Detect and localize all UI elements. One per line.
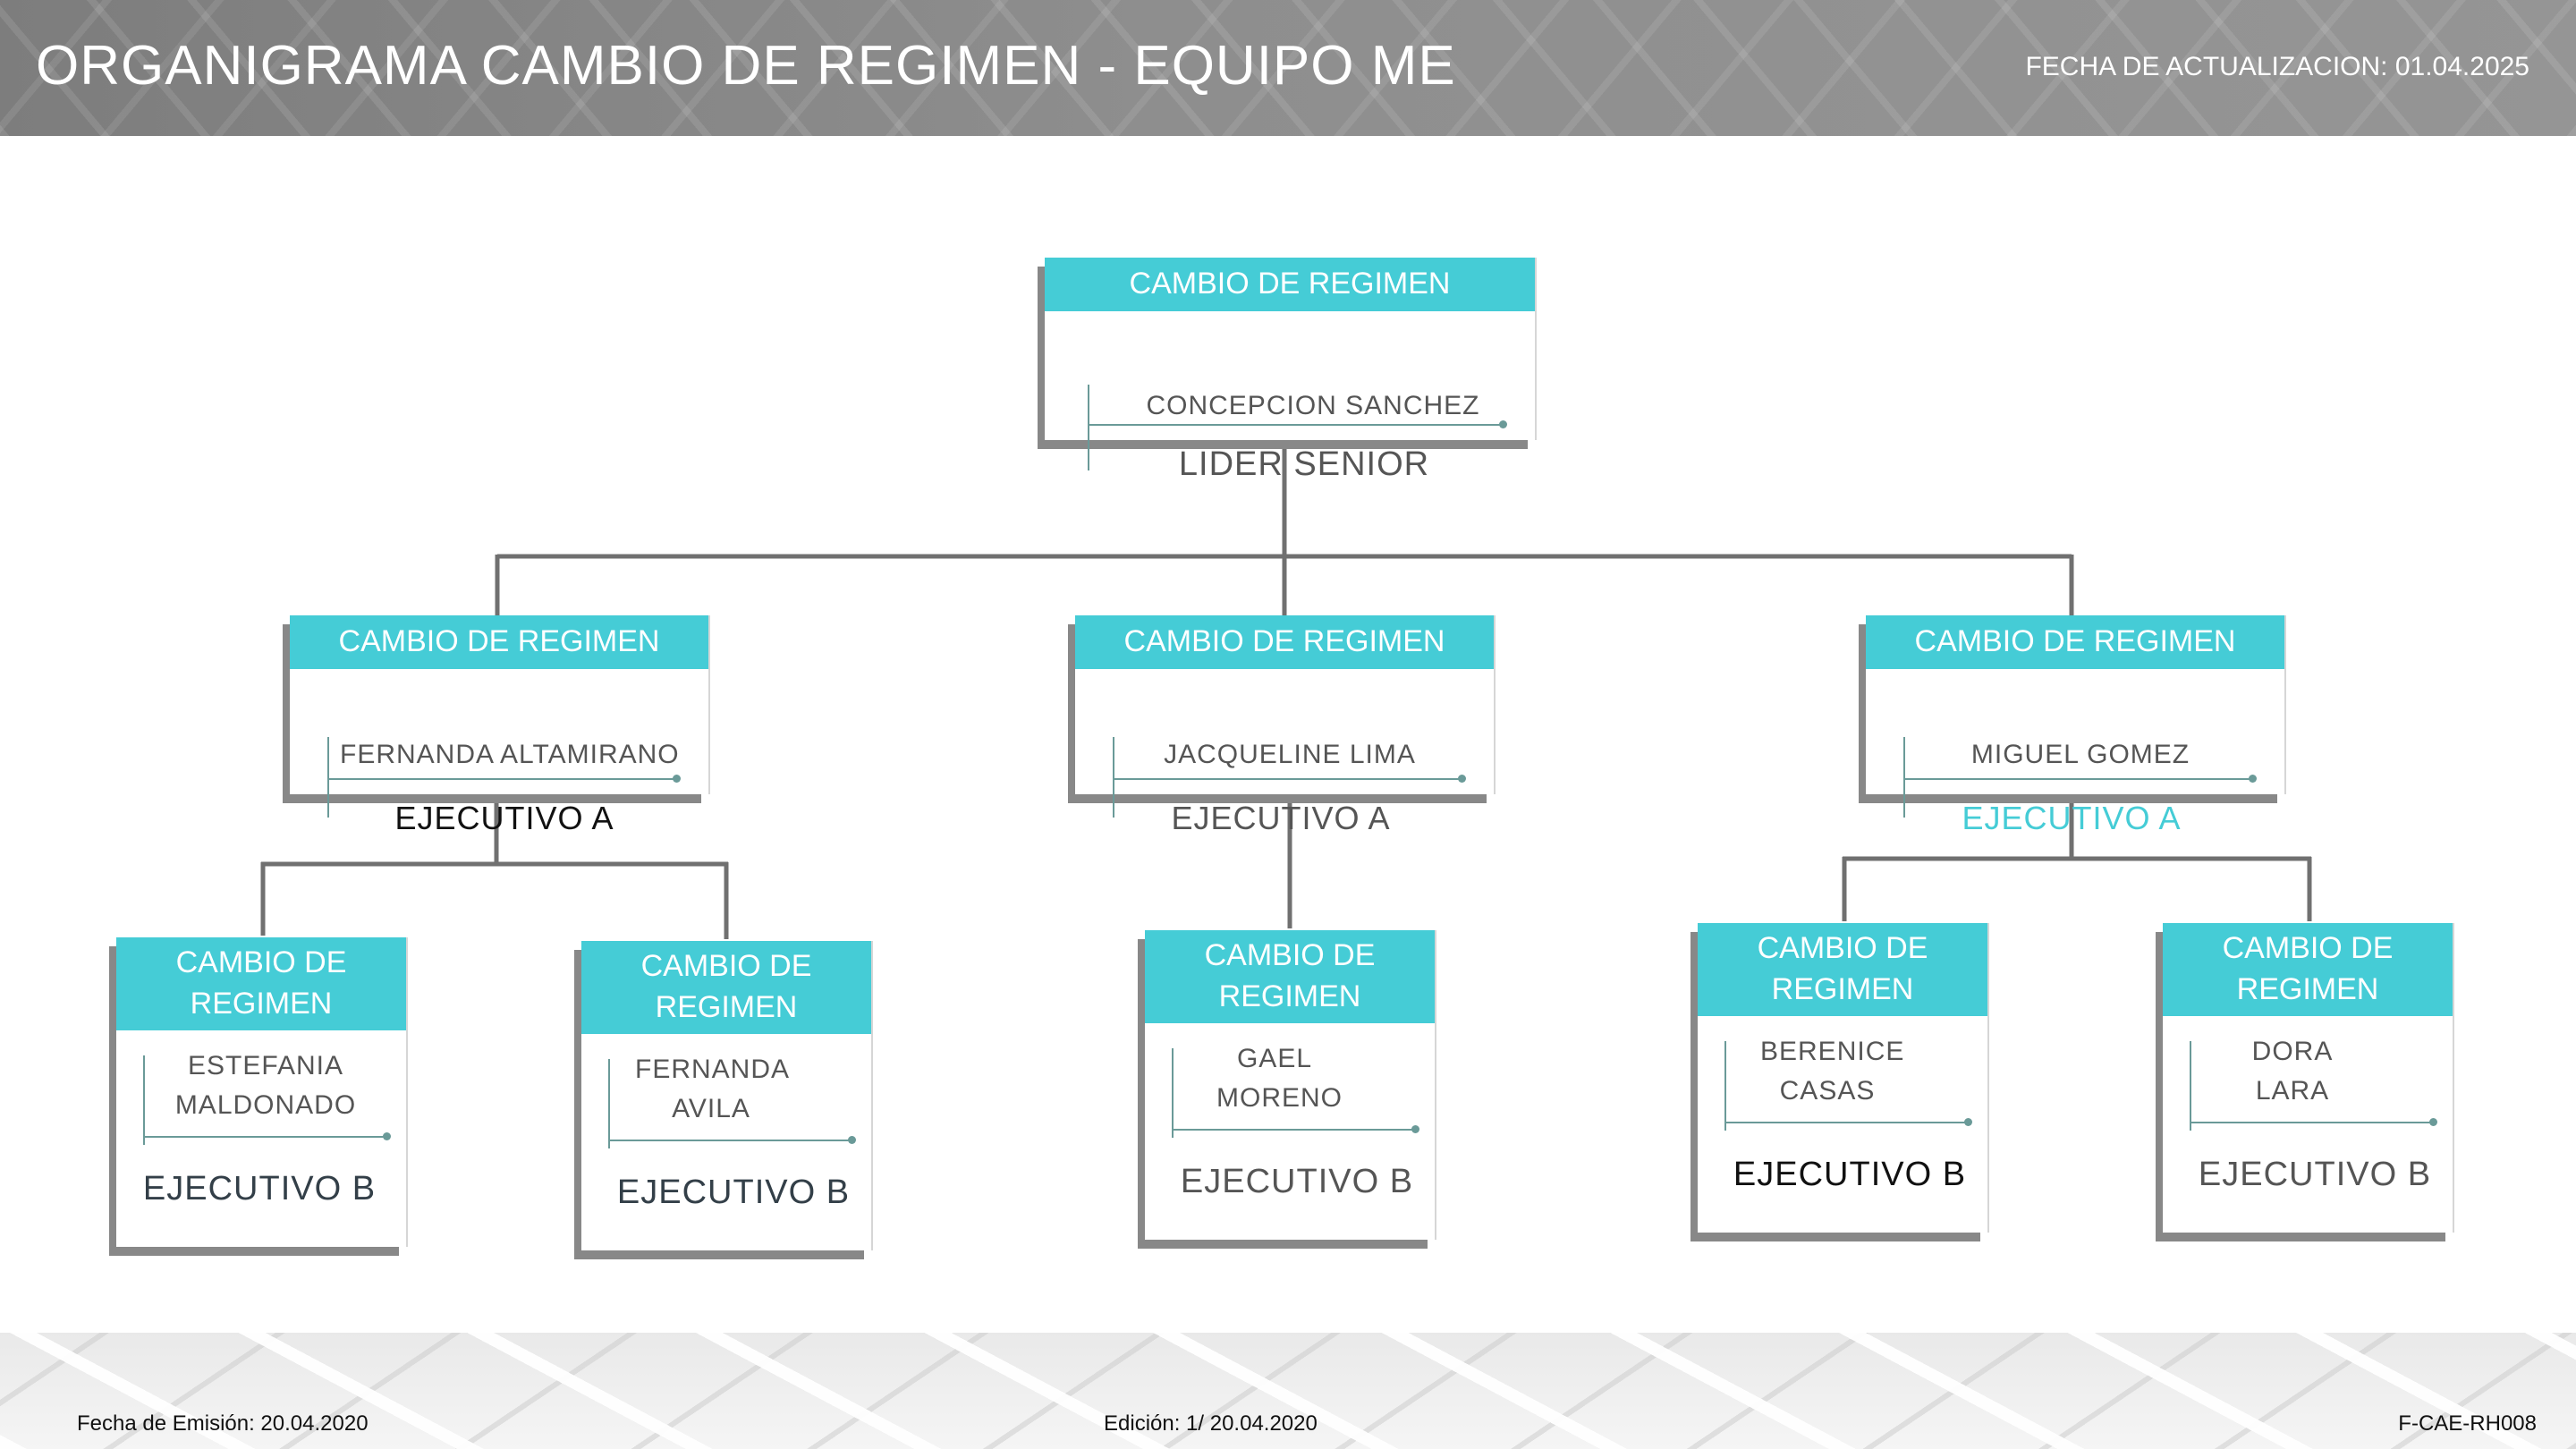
node-divider-horizontal (1113, 778, 1462, 780)
node-role: EJECUTIVO A (1171, 800, 1391, 836)
node-body: MIGUEL GOMEZ EJECUTIVO A (1866, 669, 2284, 836)
node-divider-horizontal (1724, 1122, 1968, 1123)
node-divider-dot (1411, 1125, 1419, 1133)
node-body: GAEL MORENO EJECUTIVO B (1145, 1023, 1435, 1240)
node-divider-horizontal (1088, 424, 1503, 426)
node-divider-vertical (1903, 737, 1905, 818)
node-divider-vertical (1113, 737, 1114, 818)
node-body: BERENICE CASAS EJECUTIVO B (1698, 1016, 1987, 1233)
node-unit: CAMBIO DE REGIMEN (2163, 923, 2453, 1016)
org-node-berenice-casas: CAMBIO DE REGIMEN BERENICE CASAS EJECUTI… (1698, 923, 1987, 1233)
node-role: EJECUTIVO A (1962, 800, 2182, 836)
org-node-gael-moreno: CAMBIO DE REGIMEN GAEL MORENO EJECUTIVO … (1145, 930, 1435, 1240)
node-unit: CAMBIO DE REGIMEN (116, 937, 406, 1030)
node-name: FERNANDA AVILA (635, 1055, 791, 1123)
node-role: EJECUTIVO B (2198, 1156, 2432, 1193)
node-divider-vertical (1172, 1048, 1174, 1138)
node-name: DORA LARA (2251, 1037, 2334, 1106)
edition-info: Edición: 1/ 20.04.2020 (1104, 1411, 1318, 1436)
node-divider-horizontal (1172, 1129, 1415, 1131)
emission-date: Fecha de Emisión: 20.04.2020 (77, 1411, 369, 1436)
node-role: EJECUTIVO B (1733, 1156, 1967, 1193)
org-node-estefania-maldonado: CAMBIO DE REGIMEN ESTEFANIA MALDONADO EJ… (116, 937, 406, 1247)
node-body: FERNANDA AVILA EJECUTIVO B (581, 1034, 871, 1250)
node-unit: CAMBIO DE REGIMEN (1045, 258, 1535, 311)
org-node-miguel-gomez: CAMBIO DE REGIMEN MIGUEL GOMEZ EJECUTIVO… (1866, 615, 2284, 836)
node-divider-horizontal (2190, 1122, 2433, 1123)
update-date: FECHA DE ACTUALIZACION: 01.04.2025 (2025, 52, 2529, 81)
node-body: JACQUELINE LIMA EJECUTIVO A (1075, 669, 1494, 836)
node-body: CONCEPCION SANCHEZ LIDER SENIOR (1045, 311, 1535, 483)
node-divider-dot (383, 1132, 391, 1140)
node-divider-vertical (2190, 1041, 2191, 1131)
node-unit: CAMBIO DE REGIMEN (290, 615, 708, 669)
node-unit: CAMBIO DE REGIMEN (1075, 615, 1494, 669)
node-name: FERNANDA ALTAMIRANO (340, 740, 680, 769)
document-code: F-CAE-RH008 (2398, 1411, 2537, 1436)
node-role: LIDER SENIOR (1178, 445, 1430, 483)
org-node-dora-lara: CAMBIO DE REGIMEN DORA LARA EJECUTIVO B (2163, 923, 2453, 1233)
node-role: EJECUTIVO B (616, 1174, 851, 1211)
node-role: EJECUTIVO A (394, 800, 614, 836)
org-node-jacqueline-lima: CAMBIO DE REGIMEN JACQUELINE LIMA EJECUT… (1075, 615, 1494, 836)
node-divider-vertical (327, 737, 329, 818)
node-divider-horizontal (327, 778, 676, 780)
node-unit: CAMBIO DE REGIMEN (1698, 923, 1987, 1016)
node-body: DORA LARA EJECUTIVO B (2163, 1016, 2453, 1233)
header-banner: ORGANIGRAMA CAMBIO DE REGIMEN - EQUIPO M… (0, 0, 2576, 136)
node-name: ESTEFANIA MALDONADO (174, 1051, 357, 1120)
node-divider-vertical (1088, 385, 1089, 470)
node-divider-vertical (608, 1059, 610, 1148)
node-name: CONCEPCION SANCHEZ (1146, 391, 1480, 420)
node-role: EJECUTIVO B (1180, 1163, 1414, 1200)
node-divider-horizontal (608, 1140, 852, 1141)
org-node-fernanda-altamirano: CAMBIO DE REGIMEN FERNANDA ALTAMIRANO EJ… (290, 615, 708, 836)
node-divider-dot (673, 775, 681, 783)
footer-banner: Fecha de Emisión: 20.04.2020 Edición: 1/… (0, 1333, 2576, 1449)
node-body: ESTEFANIA MALDONADO EJECUTIVO B (116, 1030, 406, 1247)
node-unit: CAMBIO DE REGIMEN (1866, 615, 2284, 669)
node-divider-dot (1499, 420, 1507, 428)
node-divider-dot (848, 1136, 856, 1144)
node-name: BERENICE CASAS (1760, 1037, 1905, 1106)
org-node-concepcion-sanchez: CAMBIO DE REGIMEN CONCEPCION SANCHEZ LID… (1045, 258, 1535, 483)
node-divider-vertical (1724, 1041, 1726, 1131)
node-body: FERNANDA ALTAMIRANO EJECUTIVO A (290, 669, 708, 836)
node-unit: CAMBIO DE REGIMEN (581, 941, 871, 1034)
node-divider-horizontal (1903, 778, 2252, 780)
node-name: JACQUELINE LIMA (1164, 740, 1416, 769)
node-divider-dot (1458, 775, 1466, 783)
org-node-fernanda-avila: CAMBIO DE REGIMEN FERNANDA AVILA EJECUTI… (581, 941, 871, 1250)
node-divider-dot (2429, 1118, 2437, 1126)
node-role: EJECUTIVO B (142, 1170, 377, 1208)
node-divider-dot (2249, 775, 2257, 783)
node-unit: CAMBIO DE REGIMEN (1145, 930, 1435, 1023)
node-divider-horizontal (143, 1136, 386, 1138)
node-name: GAEL MORENO (1216, 1044, 1343, 1113)
node-divider-vertical (143, 1055, 145, 1145)
node-divider-dot (1964, 1118, 1972, 1126)
page-title: ORGANIGRAMA CAMBIO DE REGIMEN - EQUIPO M… (36, 35, 1456, 97)
node-name: MIGUEL GOMEZ (1970, 740, 2190, 769)
